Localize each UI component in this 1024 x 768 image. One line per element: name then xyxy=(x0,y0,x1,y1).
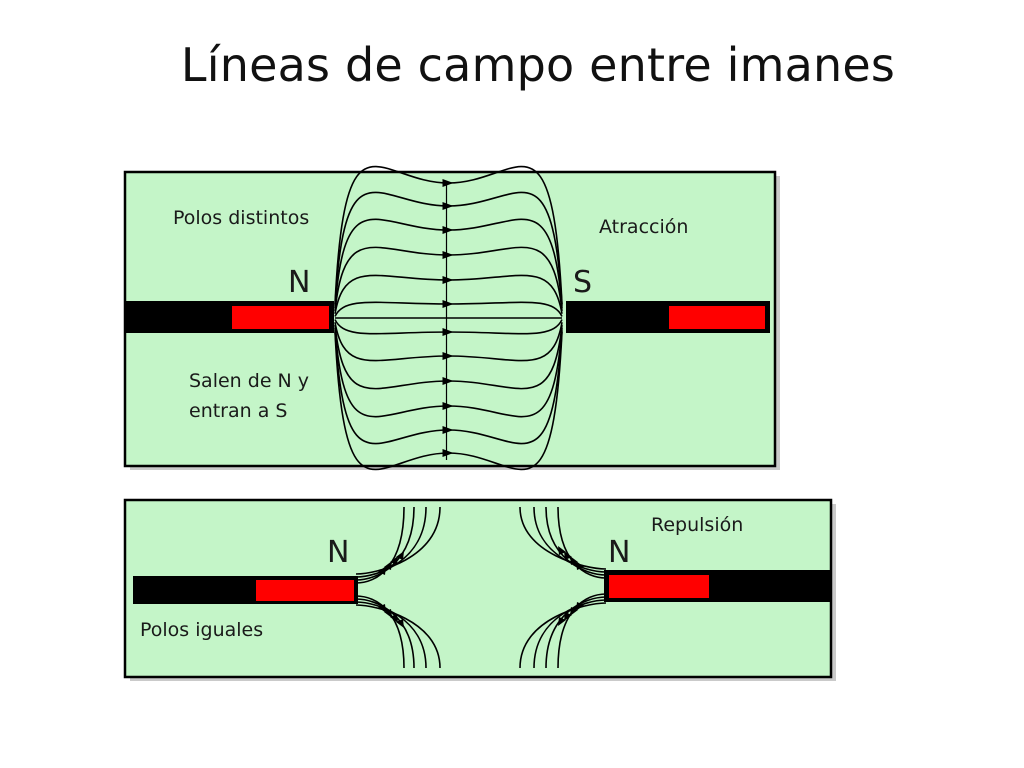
slide-title: Líneas de campo entre imanes xyxy=(180,38,896,92)
label-polos-iguales: Polos iguales xyxy=(140,619,263,641)
field-arrow xyxy=(396,619,404,628)
field-arrow xyxy=(442,402,454,410)
field-arrow xyxy=(442,179,454,187)
field-arrow xyxy=(442,426,454,434)
field-arrow xyxy=(442,300,454,308)
field-arrow xyxy=(442,202,454,210)
field-line xyxy=(355,506,427,578)
field-arrow xyxy=(442,276,454,284)
field-line xyxy=(355,506,415,581)
field-arrow xyxy=(390,614,398,623)
magnet-right-north-end xyxy=(609,575,709,598)
field-arrow xyxy=(564,551,572,560)
note-line-2: entran a S xyxy=(189,400,287,422)
field-line xyxy=(519,602,607,669)
field-arrow xyxy=(564,612,572,621)
label-atraccion: Atracción xyxy=(599,216,688,238)
field-arrow xyxy=(396,551,404,560)
field-arrow xyxy=(558,617,566,626)
repulsion-field-lines xyxy=(355,506,607,669)
label-polos-distintos: Polos distintos xyxy=(173,207,309,229)
field-arrow xyxy=(390,556,398,565)
field-line xyxy=(355,506,441,575)
field-arrow xyxy=(442,328,454,336)
magnet-right-red-end xyxy=(669,306,765,329)
label-repulsion: Repulsión xyxy=(651,514,743,536)
pole-label-n-right: N xyxy=(608,535,630,570)
repulsion-panel: Repulsión N N Polos iguales xyxy=(123,498,836,681)
field-arrow xyxy=(442,226,454,234)
pole-label-n-left: N xyxy=(288,265,310,300)
magnet-left-north-end xyxy=(256,580,354,601)
field-arrow xyxy=(442,449,454,457)
magnet-left-north-end xyxy=(232,306,329,329)
field-arrow xyxy=(442,377,454,385)
field-arrow xyxy=(442,251,454,259)
field-line xyxy=(519,506,607,570)
field-arrow xyxy=(558,546,566,555)
note-line-1: Salen de N y xyxy=(189,370,309,392)
pole-label-s-right: S xyxy=(573,265,592,300)
attraction-panel: Polos distintos Atracción N S Salen de N… xyxy=(123,165,780,471)
attraction-field-lines xyxy=(334,165,563,471)
field-arrow xyxy=(442,352,454,360)
field-line xyxy=(355,604,441,669)
pole-label-n-left: N xyxy=(327,535,349,570)
